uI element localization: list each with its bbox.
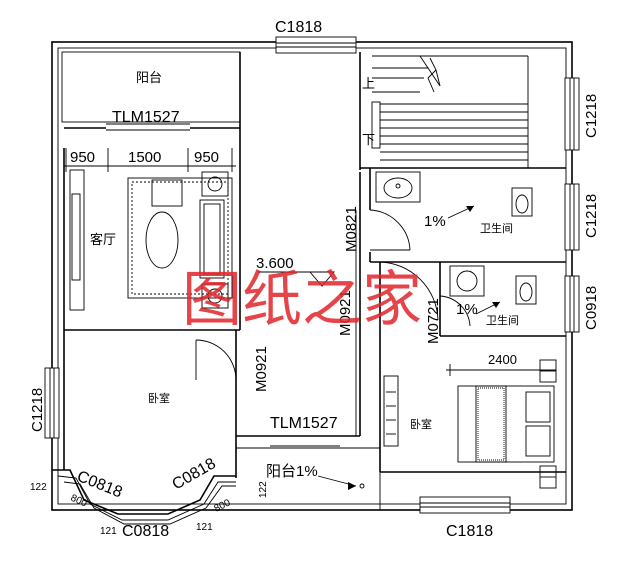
top-balcony [61,51,241,330]
door-m0921-b-label: M0921 [253,346,270,392]
left-bedroom [63,172,361,478]
dim-950-left: 950 [70,149,95,166]
bay-window-right-label: C0818 [170,455,219,493]
dim-1500: 1500 [128,149,161,166]
stair-up-label: 上 [362,76,375,91]
bay-window [52,469,236,525]
dim-950-right: 950 [194,149,219,166]
balcony-door-top-label: TLM1527 [112,109,180,126]
door-m0821-label: M0821 [343,206,360,252]
dim-122-left-label: 122 [30,482,47,493]
right-window-3-label: C0918 [583,286,600,330]
bottom-balcony [236,445,380,490]
elevation-marker [258,271,335,287]
top-window [275,36,357,54]
right-bedroom [379,261,566,510]
door-m0721-label: M0721 [425,298,442,344]
text-labels: C1818 C1818 C1218 C1218 C0918 C1218 阳台 T… [29,19,600,540]
stair-down-label: 下 [362,132,375,147]
bathroom-2-label: 卫生间 [486,313,519,327]
left-window-label: C1218 [29,388,46,432]
bay-window-bottom-label: C0818 [122,523,169,540]
bedroom-left-label: 卧室 [148,391,170,405]
dimension-line-top [64,148,236,172]
right-window-1 [564,77,580,151]
dim-121-left-label: 121 [100,526,117,537]
dim-800-left-label: 800 [69,493,89,510]
right-window-2-label: C1218 [583,194,600,238]
bathroom-1 [369,168,566,263]
living-room [63,148,240,331]
bathroom-2 [439,262,566,337]
right-window-1-label: C1218 [583,94,600,138]
stair [359,52,566,170]
slope-2-label: 1% [456,301,478,318]
living-room-label: 客厅 [90,232,116,247]
dim-2400-label: 2400 [488,352,517,367]
balcony-bottom-label: 阳台1% [266,463,318,480]
top-window-label: C1818 [275,19,322,36]
right-window-3 [564,275,580,333]
dim-800-right-label: 800 [212,497,232,514]
left-window [44,367,60,439]
dim-121-right-label: 121 [196,522,213,533]
balcony-door-bottom-label: TLM1527 [270,415,338,432]
dim-122-right-label: 122 [258,481,269,498]
bottom-window [419,496,511,514]
balcony-top-label: 阳台 [136,70,162,85]
bathroom-1-label: 卫生间 [480,221,513,235]
bedroom-right-label: 卧室 [410,417,432,431]
elevation-label: 3.600 [256,255,294,272]
slope-1-label: 1% [424,213,446,230]
right-window-2 [564,183,580,251]
door-m0921-a-label: M0921 [337,290,354,336]
bottom-window-label: C1818 [446,523,493,540]
watermark: 图纸之家 [182,265,422,335]
